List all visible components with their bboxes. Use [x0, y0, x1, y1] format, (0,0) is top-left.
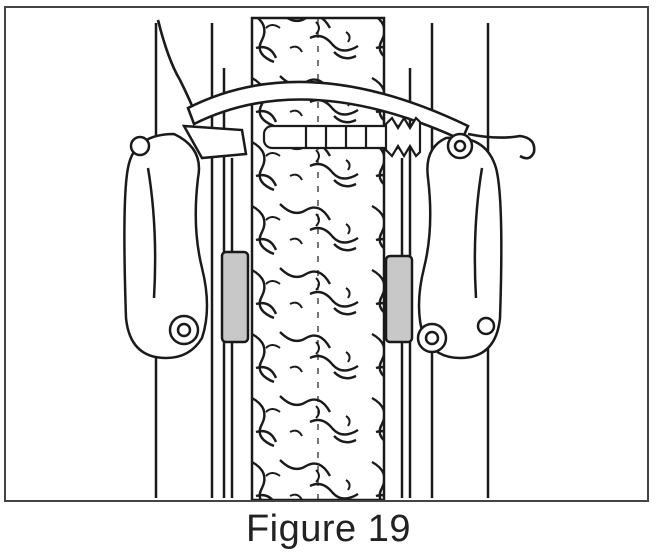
right-brake-pad: [384, 254, 414, 344]
v-brake-illustration: [123, 16, 536, 500]
cable-boot: [262, 115, 422, 159]
cable-end-right: [467, 132, 536, 160]
right-brake-arm: [416, 132, 503, 360]
left-brake-arm: [123, 124, 248, 360]
left-brake-pad: [220, 250, 250, 344]
figure-frame: [4, 6, 649, 502]
figure-caption: Figure 19: [245, 508, 412, 550]
brake-noodle: [186, 80, 470, 142]
